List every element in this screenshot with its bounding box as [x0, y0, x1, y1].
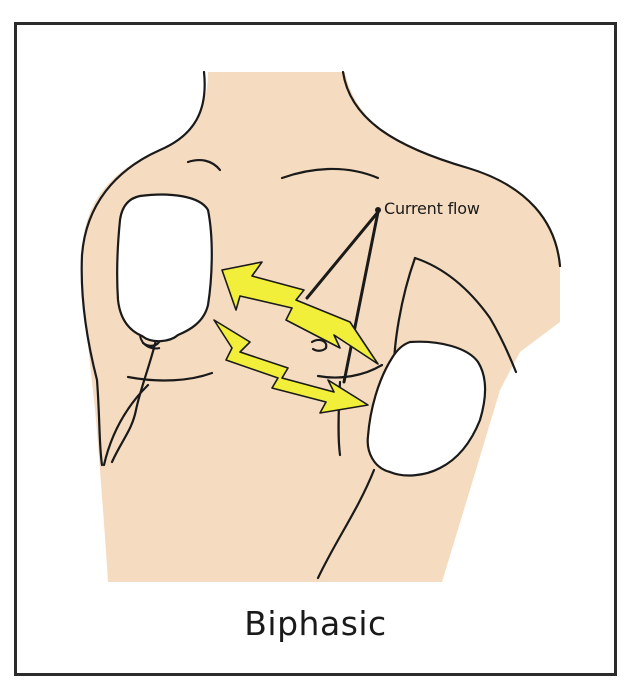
left-electrode-pad: [117, 195, 212, 342]
current-flow-pointer-hub: [375, 207, 381, 213]
figure-caption: Biphasic: [0, 604, 631, 643]
current-flow-label: Current flow: [384, 199, 480, 218]
